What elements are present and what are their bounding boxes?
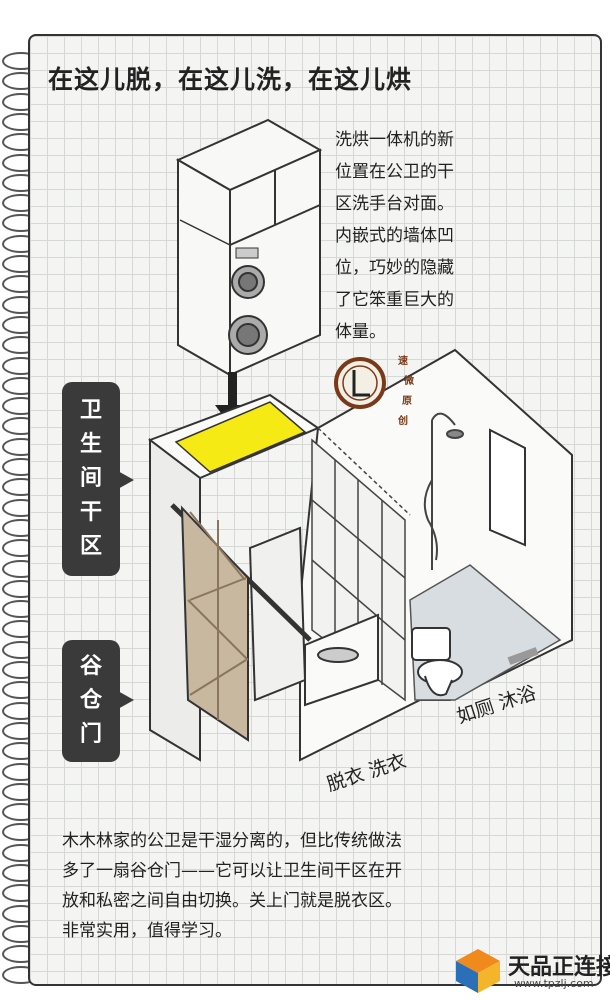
- spiral-ring-icon: [2, 884, 40, 903]
- floor-drain-icon: [507, 647, 539, 665]
- watermark-url: www.tpzlj.com: [514, 977, 594, 990]
- spiral-ring-icon: [2, 924, 40, 943]
- barn-door-icon: [170, 503, 312, 742]
- spiral-ring-icon: [2, 417, 40, 436]
- callout-char: 卫: [79, 398, 102, 423]
- paragraph-line: 放和私密之间自由切换。关上门就是脱衣区。: [62, 891, 402, 911]
- shower-icon: [423, 412, 464, 570]
- window: [489, 428, 526, 547]
- spiral-ring-icon: [2, 458, 40, 476]
- spiral-ring-icon: [2, 579, 40, 598]
- seal-stamp-icon: [334, 357, 386, 409]
- spiral-ring-icon: [2, 214, 40, 233]
- description-paragraph: 木木林家的公卫是干湿分离的，但比传统做法 多了一扇谷仓门——它可以让卫生间干区在…: [62, 826, 587, 946]
- paragraph-line: 木木林家的公卫是干湿分离的，但比传统做法: [62, 831, 402, 851]
- callout-tail: [116, 470, 134, 490]
- washer-note: 洗烘一体机的新 位置在公卫的干 区洗手台对面。 内嵌式的墙体凹 位，巧妙的隐藏 …: [335, 124, 545, 348]
- spiral-ring-icon: [2, 945, 40, 964]
- spiral-ring-icon: [2, 173, 40, 192]
- spiral-ring-icon: [2, 681, 40, 700]
- spiral-ring-icon: [2, 295, 40, 314]
- spiral-ring-icon: [2, 640, 40, 659]
- spiral-ring-icon: [2, 194, 40, 213]
- callout-char: 门: [79, 722, 102, 747]
- spiral-ring-icon: [2, 721, 40, 740]
- spiral-ring-icon: [2, 843, 40, 862]
- callout-dry-zone: 卫 生 间 干 区: [62, 382, 134, 576]
- spiral-ring-icon: [2, 661, 40, 679]
- spiral-ring-icon: [2, 255, 40, 273]
- note-line: 区洗手台对面。: [335, 194, 454, 214]
- spiral-ring-icon: [2, 72, 40, 91]
- spiral-ring-icon: [2, 356, 40, 375]
- toilet-icon: [411, 627, 463, 697]
- spiral-ring-icon: [2, 92, 40, 111]
- spiral-ring-icon: [2, 864, 40, 882]
- watermark-title: 天品正连接: [508, 955, 610, 980]
- spiral-ring-icon: [2, 315, 40, 334]
- paragraph-line: 非常实用，值得学习。: [62, 921, 232, 941]
- paragraph-line: 多了一扇谷仓门——它可以让卫生间干区在开: [62, 861, 402, 881]
- spiral-ring-icon: [2, 620, 40, 639]
- stamp-char: 创: [398, 416, 408, 427]
- stamp-char: 微: [404, 376, 414, 387]
- spiral-ring-icon: [2, 965, 40, 984]
- wash-basin: [248, 526, 379, 707]
- spiral-ring-icon: [2, 498, 40, 517]
- callout-barn-door: 谷 仓 门: [62, 640, 134, 762]
- note-line: 位，巧妙的隐藏: [335, 258, 454, 278]
- spiral-ring-icon: [2, 234, 40, 253]
- spiral-ring-icon: [2, 904, 40, 923]
- stamp-char: 速: [398, 356, 408, 367]
- spiral-ring-icon: [2, 153, 40, 172]
- spiral-ring-icon: [2, 52, 40, 70]
- spiral-ring-icon: [2, 600, 40, 619]
- callout-char: 生: [79, 432, 102, 457]
- spiral-ring-icon: [2, 112, 40, 131]
- note-line: 了它笨重巨大的: [335, 290, 454, 310]
- logo-cube-icon: [456, 949, 500, 993]
- spiral-ring-icon: [2, 742, 40, 761]
- spiral-ring-icon: [2, 336, 40, 355]
- stamp-char: 原: [402, 396, 412, 407]
- spiral-ring-icon: [2, 376, 40, 395]
- page-title: 在这儿脱，在这儿洗，在这儿烘: [48, 65, 413, 94]
- note-line: 内嵌式的墙体凹: [335, 226, 454, 246]
- spiral-ring-icon: [2, 823, 40, 842]
- spiral-ring-icon: [2, 275, 40, 294]
- spiral-ring-icon: [2, 397, 40, 416]
- spiral-ring-icon: [2, 437, 40, 456]
- spiral-ring-icon: [2, 762, 40, 781]
- callout-char: 仓: [79, 688, 102, 713]
- spiral-ring-icon: [2, 539, 40, 558]
- callout-char: 间: [79, 466, 102, 491]
- spiral-ring-icon: [2, 559, 40, 578]
- spiral-ring-icon: [2, 782, 40, 801]
- callout-tail: [116, 690, 134, 710]
- washer-dryer-icon: [175, 118, 323, 377]
- spiral-ring-icon: [2, 133, 40, 152]
- note-line: 体量。: [335, 322, 386, 342]
- callout-char: 区: [79, 534, 102, 559]
- spiral-ring-icon: [2, 701, 40, 720]
- callout-char: 谷: [79, 654, 102, 679]
- spiral-ring-icon: [2, 803, 40, 822]
- note-line: 位置在公卫的干: [335, 162, 454, 182]
- callout-char: 干: [79, 500, 102, 525]
- note-line: 洗烘一体机的新: [335, 130, 454, 150]
- watermark: 天品正连接 www.tpzlj.com: [452, 945, 610, 997]
- spiral-ring-icon: [2, 478, 40, 497]
- spiral-ring-icon: [2, 518, 40, 537]
- dry-zone-highlight: [174, 401, 307, 473]
